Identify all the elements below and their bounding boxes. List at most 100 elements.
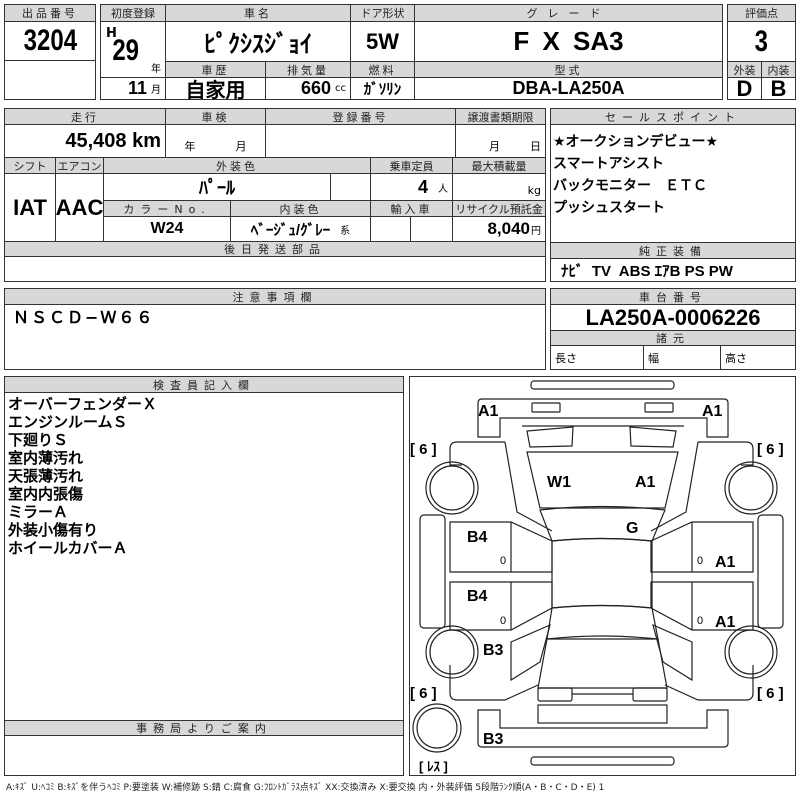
inspector-item: 天張薄汚れ: [8, 467, 84, 485]
year-unit: 年: [151, 64, 161, 75]
windshield: [539, 505, 666, 542]
rear-window: [546, 604, 659, 640]
mark-hood-right: A1: [635, 474, 656, 491]
mileage-label: 走行: [4, 108, 166, 125]
rear-bumper: [477, 709, 729, 748]
tail-lamp-left: [537, 687, 573, 702]
inspector-item: 下廻りＳ: [8, 431, 69, 449]
deadline-month-unit: 月: [489, 140, 500, 153]
inspector-item: エンジンルームＳ: [8, 413, 128, 431]
registration-label: 登録番号: [265, 108, 456, 125]
car-right-side: [629, 426, 784, 701]
office-notes: [4, 735, 404, 776]
num-front-door-left: 0: [500, 555, 506, 567]
inspector-item: ミラーＡ: [8, 503, 69, 521]
import-cell-2: [410, 216, 453, 242]
inspection-date: 年月: [165, 124, 266, 158]
era: H: [106, 26, 117, 41]
door-label: ドア形状: [350, 4, 415, 22]
equipment: ﾅﾋﾞ TV ABS ｴｱB PS PW: [550, 258, 796, 282]
recycle-value: 8,040: [487, 219, 530, 238]
interior-score: B: [761, 76, 796, 101]
history: 自家用: [165, 77, 266, 102]
legend: A:ｷｽﾞ U:ﾍｺﾐ B:ｷｽﾞを伴うﾍｺﾐ P:要塗装 W:補修跡 S:錆 …: [6, 783, 605, 793]
model: DBA-LA250A: [414, 77, 723, 100]
front-bumper-bar: [530, 380, 675, 390]
sales-point: ★オークションデビュー★: [553, 134, 719, 150]
mark-front-door-right: A1: [715, 554, 736, 571]
door-type: 5W: [350, 21, 415, 62]
exterior-color-label: 外装色: [103, 157, 371, 174]
capacity-label: 乗車定員: [370, 157, 453, 174]
deadline-day-unit: 日: [530, 140, 541, 153]
mileage: 45,408 km: [4, 124, 166, 158]
aircon: AAC: [55, 173, 104, 242]
shift-label: シフト: [4, 157, 56, 174]
displacement-unit: cc: [335, 83, 346, 94]
rear-bumper-bar: [530, 756, 675, 766]
mark-rear-door-right: A1: [715, 614, 736, 631]
score-label: 評価点: [727, 4, 796, 22]
max-load: kg: [452, 173, 546, 201]
spare-tire: [412, 703, 462, 753]
aircon-label: エアコン: [55, 157, 104, 174]
model-label: 型式: [414, 61, 723, 78]
inspection-month-unit: 月: [235, 140, 247, 153]
office-label: 事務局よりご案内: [4, 720, 404, 736]
import-label: 輸入車: [370, 200, 453, 217]
interior-color: ﾍﾞｰｼﾞｭ/ｸﾞﾚｰ系: [230, 216, 371, 242]
headlight: [526, 426, 574, 448]
front-wheel: [425, 461, 479, 515]
inspector-item: ホイールカバーＡ: [8, 539, 128, 557]
sales-points-label: セールスポイント: [550, 108, 796, 125]
rear-wheel: [425, 625, 479, 679]
first-reg-label: 初度登録: [100, 4, 166, 22]
import-cell-1: [370, 216, 411, 242]
exterior-score: D: [727, 76, 762, 101]
hatch: [537, 638, 668, 689]
damage-diagram-frame: [409, 376, 796, 776]
month-unit: 月: [151, 85, 161, 96]
displacement-label: 排気量: [265, 61, 351, 78]
recycle-unit: 円: [531, 225, 541, 237]
tire-front-right: [ 6 ]: [757, 441, 784, 458]
first-reg-month: 11 月: [100, 77, 166, 100]
lot-label: 出品番号: [4, 4, 96, 22]
later-parts-label: 後日発送部品: [4, 241, 546, 257]
car-name-label: 車名: [165, 4, 351, 22]
year: 29: [112, 34, 140, 67]
month: 11: [127, 78, 147, 98]
sales-point: スマートアシスト: [553, 156, 665, 172]
notes-label: 注意事項欄: [4, 288, 546, 305]
inspector-item: 外装小傷有り: [8, 521, 99, 539]
transfer-deadline: 月日: [455, 124, 546, 158]
mark-front-door-left: B4: [467, 529, 488, 546]
tail-lamp-right: [632, 687, 668, 702]
capacity-value: 4: [417, 176, 428, 197]
tire-front-left: [ 6 ]: [410, 441, 437, 458]
spec-height: 高さ: [720, 345, 796, 370]
exterior-color-extra: [330, 173, 371, 201]
lot-empty: [4, 60, 96, 100]
tire-spare: [ ﾚｽ ]: [419, 759, 448, 774]
num-rear-door-right: 0: [697, 615, 703, 627]
capacity-unit: 人: [438, 183, 448, 195]
mark-rear-bumper: B3: [483, 731, 504, 748]
grade-label: グレード: [414, 4, 723, 22]
notes-text: ＮＳＣＤ−Ｗ６６: [13, 308, 155, 327]
interior-label: 内装: [761, 61, 796, 78]
lot-number: 3204: [4, 21, 96, 61]
registration-number: [265, 124, 456, 158]
chassis-number: LA250A-0006226: [550, 304, 796, 331]
num-front-door-right: 0: [697, 555, 703, 567]
car-left-side: [419, 426, 574, 701]
rear-fender: [449, 665, 539, 701]
first-reg-year: H 29 年: [100, 21, 166, 78]
interior-color-suffix: 系: [340, 225, 351, 237]
chassis-label: 車台番号: [550, 288, 796, 305]
fog-lamp-right: [644, 402, 674, 413]
color-no-label: カラーNo.: [103, 200, 231, 217]
